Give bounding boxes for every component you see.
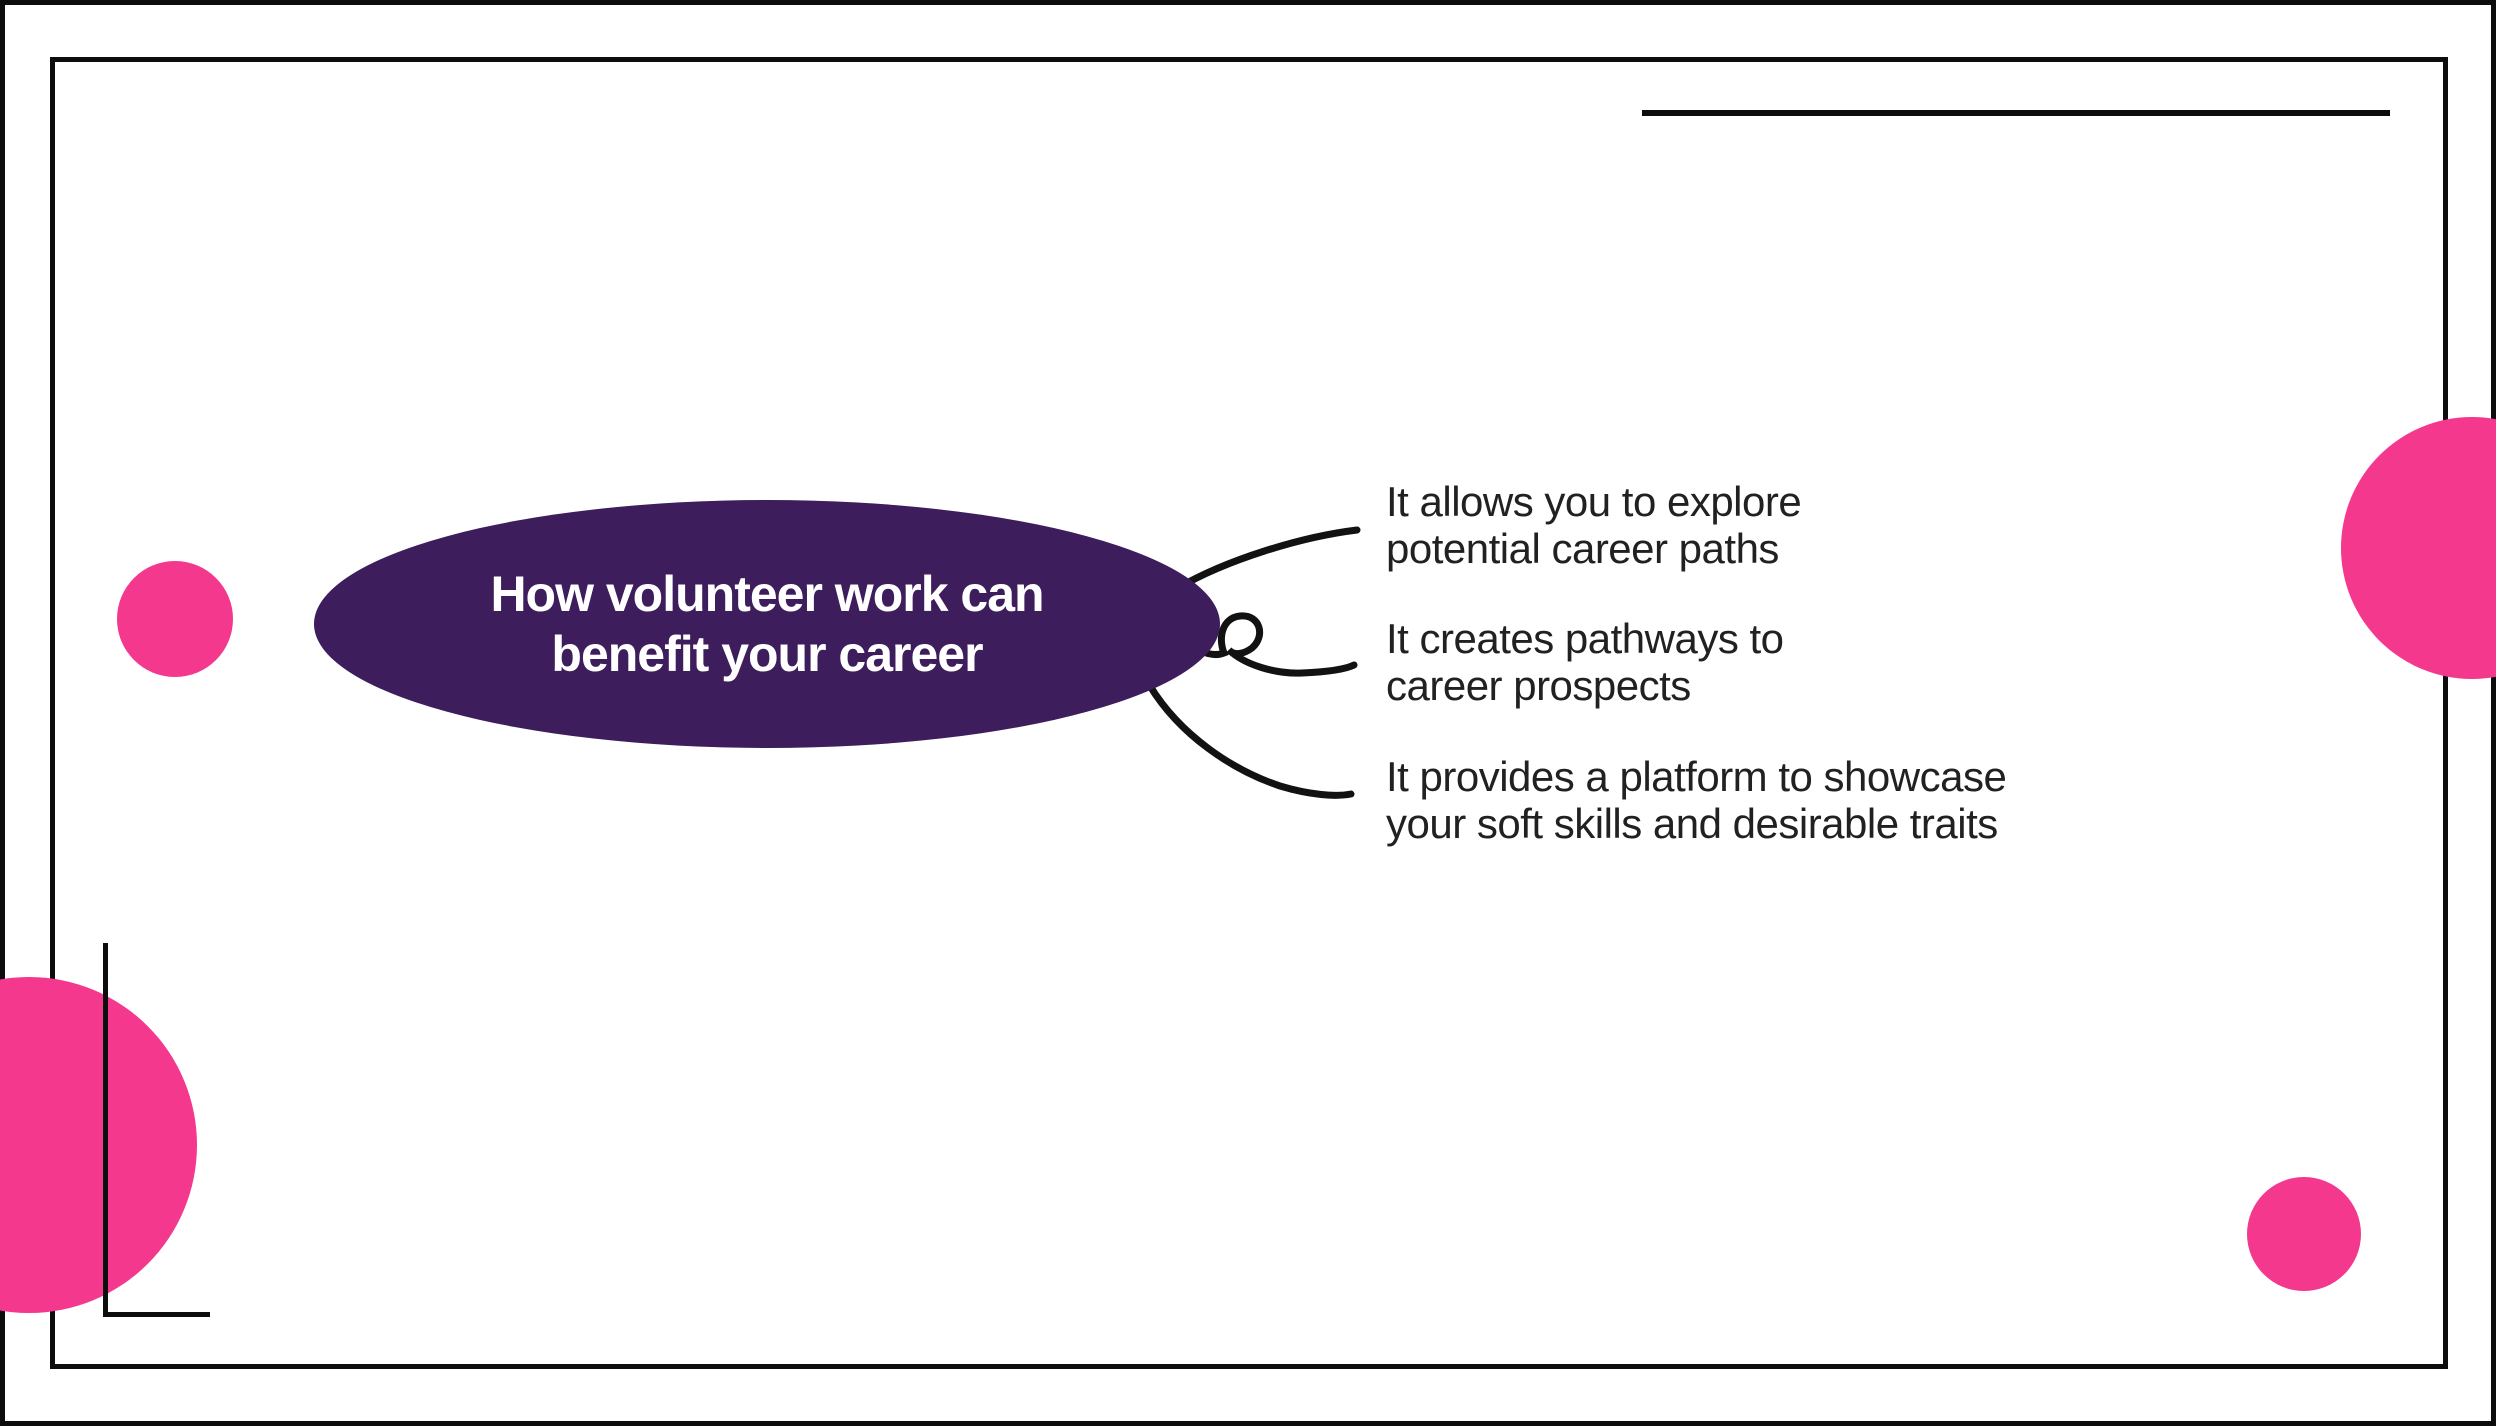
- central-topic-ellipse: How volunteer work can benefit your care…: [314, 500, 1220, 748]
- pink-circle-left-decoration: [117, 561, 233, 677]
- central-topic-line-2: benefit your career: [551, 626, 983, 682]
- central-topic-line-1: How volunteer work can: [490, 566, 1044, 622]
- branch-curve-2-loop-doodle: [1186, 612, 1358, 677]
- branch-text-1: It allows you to explore potential caree…: [1386, 478, 1802, 572]
- branch-3-line-2: your soft skills and desirable traits: [1386, 800, 1998, 847]
- pink-circle-bottom-right-decoration: [2247, 1177, 2361, 1291]
- branch-2-line-1: It creates pathways to: [1386, 615, 1784, 662]
- branch-curve-1: [1174, 526, 1361, 592]
- branch-1-line-2: potential career paths: [1386, 525, 1779, 572]
- branch-text-3: It provides a platform to showcase your …: [1386, 753, 2007, 847]
- branch-3-line-1: It provides a platform to showcase: [1386, 753, 2007, 800]
- branch-1-line-1: It allows you to explore: [1386, 478, 1802, 525]
- branch-text-2: It creates pathways to career prospects: [1386, 615, 1784, 709]
- branch-curve-3: [1146, 682, 1355, 799]
- inner-frame: [50, 57, 2448, 1369]
- central-topic-text: How volunteer work can benefit your care…: [490, 564, 1044, 684]
- branch-2-line-2: career prospects: [1386, 662, 1691, 709]
- corner-l-decoration: [103, 943, 210, 1317]
